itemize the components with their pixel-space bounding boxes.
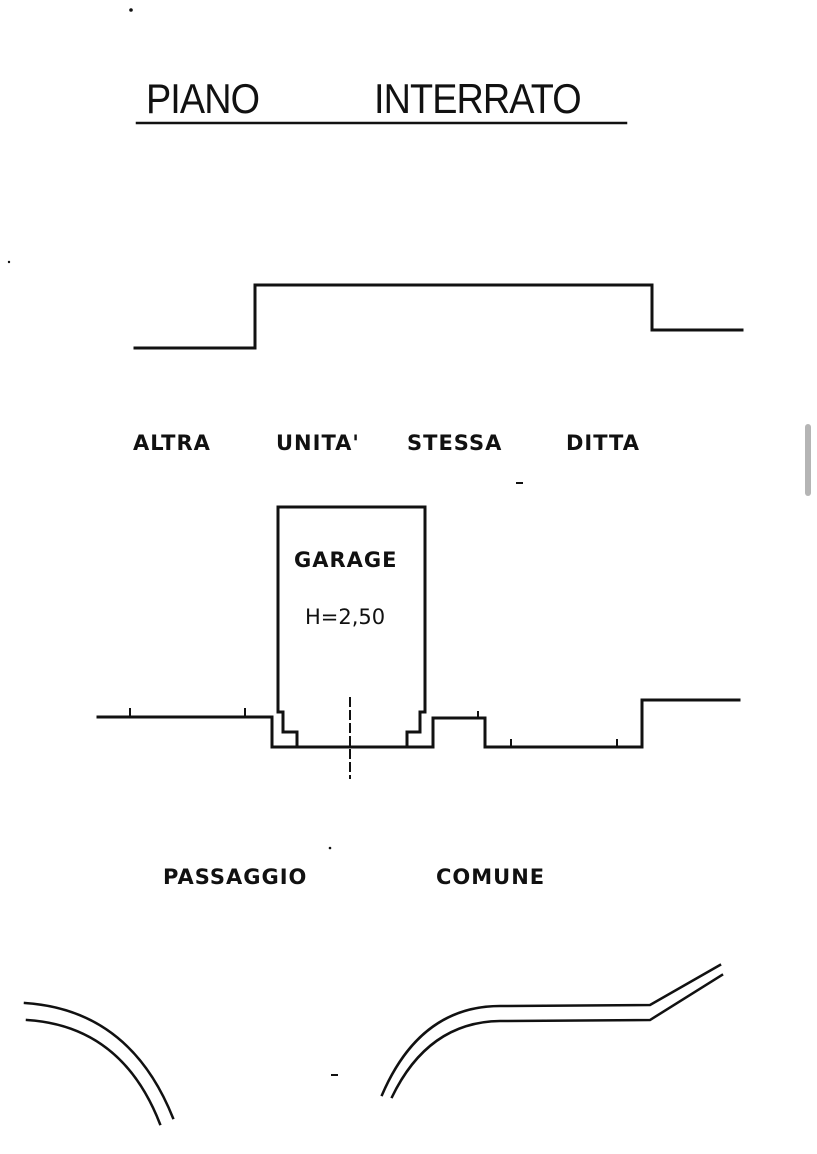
garage-entrance-right-jamb <box>405 710 427 747</box>
lower-wall-middle <box>431 698 741 749</box>
label-comune: COMUNE <box>436 865 546 889</box>
label-garage: GARAGE <box>294 548 398 572</box>
label-unita: UNITA' <box>276 431 360 455</box>
label-passaggio: PASSAGGIO <box>163 865 308 889</box>
road-curve-right-outer <box>380 963 722 1097</box>
lower-wall-left <box>96 715 302 749</box>
title-interrato: INTERRATO <box>374 75 582 122</box>
label-ditta: DITTA <box>566 431 640 455</box>
label-height: H=2,50 <box>305 605 386 629</box>
road-curve-right-inner <box>390 973 724 1099</box>
garage-outline <box>276 505 427 714</box>
vertical-scrollbar-thumb[interactable] <box>805 424 811 496</box>
road-curve-left-inner <box>25 1018 162 1126</box>
road-curve-left-outer <box>23 1001 175 1120</box>
upper-wall-line <box>133 283 744 350</box>
garage-entrance-left-jamb <box>276 710 299 747</box>
label-stessa: STESSA <box>407 431 503 455</box>
title-piano: PIANO <box>146 75 260 122</box>
label-altra: ALTRA <box>133 431 211 455</box>
